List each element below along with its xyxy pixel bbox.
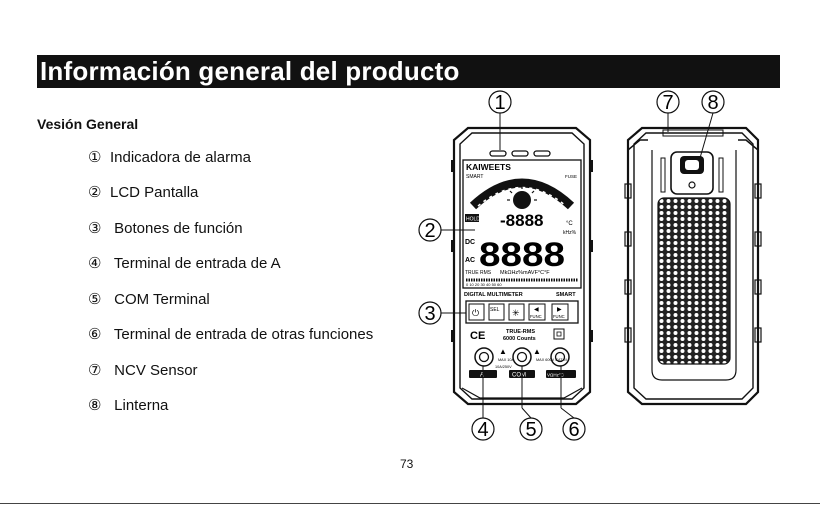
alarm-light-icon [533, 150, 551, 157]
temp-unit-label: °C [566, 221, 573, 227]
page-title: Información general del producto [40, 56, 460, 86]
flashlight-housing [670, 151, 714, 195]
sun-icon [513, 191, 531, 209]
left-arrow-icon: ◀ [534, 307, 539, 313]
button-panel [465, 300, 579, 324]
terminal-a-label: A [480, 373, 484, 379]
item-label: Terminal de entrada de otras funciones [110, 326, 374, 343]
sel-label: SEL [490, 307, 500, 313]
power-button[interactable] [468, 303, 485, 321]
item-number: ⑤ [88, 291, 102, 308]
callout-1-label: 1 [494, 92, 505, 114]
func-left-button[interactable] [528, 303, 546, 321]
title-bar: Información general del producto [37, 55, 780, 87]
ncv-sensor [662, 129, 724, 137]
bottom-rule [0, 503, 820, 504]
dc-label: DC [465, 239, 475, 246]
warning-icon: ▲ [499, 347, 507, 356]
list-item: ⑤ COM Terminal [88, 290, 210, 308]
warning-icon: ▲ [533, 347, 541, 356]
item-number: ② [88, 184, 102, 201]
terminal-a[interactable] [474, 347, 494, 367]
item-label: Linterna [110, 397, 169, 414]
true-rms-badge: TRUE-RMS [506, 329, 535, 335]
func-label: FUNC [530, 314, 542, 319]
panel-label-left: DIGITAL MULTIMETER [464, 292, 523, 298]
func-right-button[interactable] [551, 303, 569, 321]
item-label: NCV Sensor [110, 362, 198, 379]
units-row: MkΩHz%mAVF°C°F [500, 270, 550, 276]
hold-label: HOLD [466, 217, 480, 223]
light-button[interactable] [508, 303, 525, 321]
panel-label-right: SMART [556, 292, 576, 298]
true-rms-lcd-label: TRUE RMS [465, 270, 492, 276]
sel-button[interactable] [488, 303, 505, 321]
terminal-v[interactable] [550, 347, 570, 367]
list-item: ② LCD Pantalla [88, 183, 198, 201]
section-subtitle: Vesión General [37, 116, 139, 132]
item-number: ④ [88, 255, 102, 272]
item-number: ⑦ [88, 362, 102, 379]
counts-label: 6000 Counts [503, 336, 536, 342]
list-item: ⑦ NCV Sensor [88, 361, 198, 379]
list-item: ④ Terminal de entrada de A [88, 254, 281, 272]
list-item: ⑧ Linterna [88, 396, 168, 414]
smart-label: SMART [466, 174, 483, 180]
item-label: COM Terminal [110, 291, 210, 308]
right-arrow-icon: ▶ [557, 307, 562, 313]
item-label: Terminal de entrada de A [110, 255, 281, 272]
brand-label: KAIWEETS [466, 162, 511, 172]
list-item: ① Indicadora de alarma [88, 148, 251, 166]
ac-label: AC [465, 257, 475, 264]
alarm-light-icon [489, 150, 507, 157]
max-left-label: MAX 10A [498, 358, 515, 362]
secondary-digits: -8888 [500, 211, 543, 230]
fused-label: 10A/250V [495, 365, 512, 369]
terminal-com-label: COM [512, 373, 526, 379]
back-device [624, 126, 762, 406]
item-number: ⑥ [88, 326, 102, 343]
power-icon: ⏻ [472, 308, 479, 318]
grip-pattern [657, 197, 731, 365]
primary-digits: 8888 [479, 236, 565, 274]
khz-label: kHz% [563, 230, 577, 236]
func-label: FUNC [553, 314, 565, 319]
callout-8-label: 8 [707, 92, 718, 114]
list-item: ⑥ Terminal de entrada de otras funciones [88, 325, 373, 343]
callouts: 1 2 3 4 5 6 7 8 [418, 90, 725, 441]
item-number: ① [88, 149, 102, 166]
title-underline [37, 86, 780, 88]
alarm-light-icon [511, 150, 529, 157]
terminal-v-label: VΩHz°C [547, 373, 565, 378]
callout-5-label: 5 [525, 419, 536, 441]
item-label: Botones de función [110, 220, 243, 237]
item-label: Indicadora de alarma [110, 149, 251, 166]
callout-3-label: 3 [424, 303, 435, 325]
fuse-label: FUSE [565, 174, 577, 179]
list-item: ③ Botones de función [88, 219, 243, 237]
item-label: LCD Pantalla [110, 184, 199, 201]
callout-6-label: 6 [568, 419, 579, 441]
bar-scale: 0 10 20 30 40 50 60 [466, 282, 502, 287]
page-number: 73 [400, 457, 414, 471]
front-device: KAIWEETS SMART FUSE HOLD -8888 °C kHz% D… [451, 126, 593, 406]
double-insulation-icon [553, 328, 565, 340]
multimeter-diagram: KAIWEETS SMART FUSE HOLD -8888 °C kHz% D… [418, 90, 762, 441]
callout-7-label: 7 [662, 92, 673, 114]
callout-4-label: 4 [477, 419, 488, 441]
light-icon: ✳ [512, 308, 520, 318]
range-arc [469, 178, 575, 210]
item-number: ③ [88, 220, 102, 237]
ce-mark: CE [470, 330, 485, 342]
item-number: ⑧ [88, 397, 102, 414]
callout-2-label: 2 [424, 220, 435, 242]
